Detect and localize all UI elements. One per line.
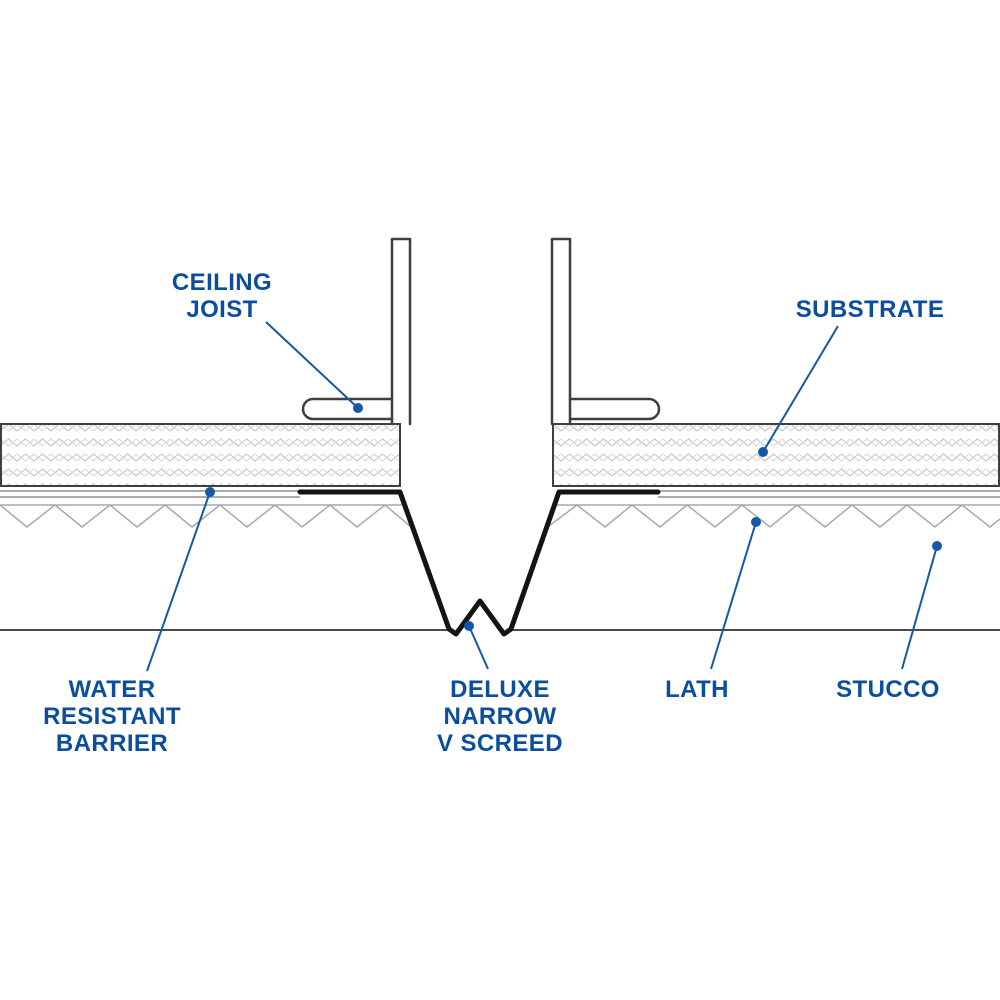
leader-dot-stucco <box>932 541 942 551</box>
leader-dot-water-resistant-barrier <box>205 487 215 497</box>
lath-left <box>0 504 411 528</box>
label-lath: LATH <box>665 676 729 703</box>
v-screed-profile <box>297 489 661 637</box>
ceiling-joist-right <box>550 237 661 426</box>
label-ceiling-joist: CEILING JOIST <box>171 269 273 323</box>
leader-line-ceiling-joist <box>265 321 359 409</box>
substrate-left <box>0 423 401 487</box>
leader-line-lath <box>710 521 757 670</box>
ceiling-joist-left <box>301 237 412 426</box>
leader-dot-lath <box>751 517 761 527</box>
leader-dots <box>205 403 942 631</box>
leader-dot-ceiling-joist <box>353 403 363 413</box>
label-substrate: SUBSTRATE <box>795 296 945 323</box>
label-deluxe-narrow-v-screed: DELUXE NARROW V SCREED <box>437 676 563 757</box>
label-water-resistant-barrier: WATER RESISTANT BARRIER <box>43 676 181 757</box>
label-stucco: STUCCO <box>836 676 940 703</box>
leader-line-water-resistant-barrier <box>146 491 211 672</box>
substrate-right <box>552 423 1000 487</box>
leader-line-stucco <box>901 545 938 670</box>
leader-line-substrate <box>762 325 839 453</box>
lath-right <box>548 504 1000 528</box>
leader-line-v-screed <box>468 625 489 670</box>
water-resistant-barrier-right <box>658 490 1000 498</box>
leader-dot-v-screed <box>464 621 474 631</box>
leader-lines <box>146 321 938 672</box>
water-resistant-barrier-left <box>0 490 300 498</box>
leader-dot-substrate <box>758 447 768 457</box>
